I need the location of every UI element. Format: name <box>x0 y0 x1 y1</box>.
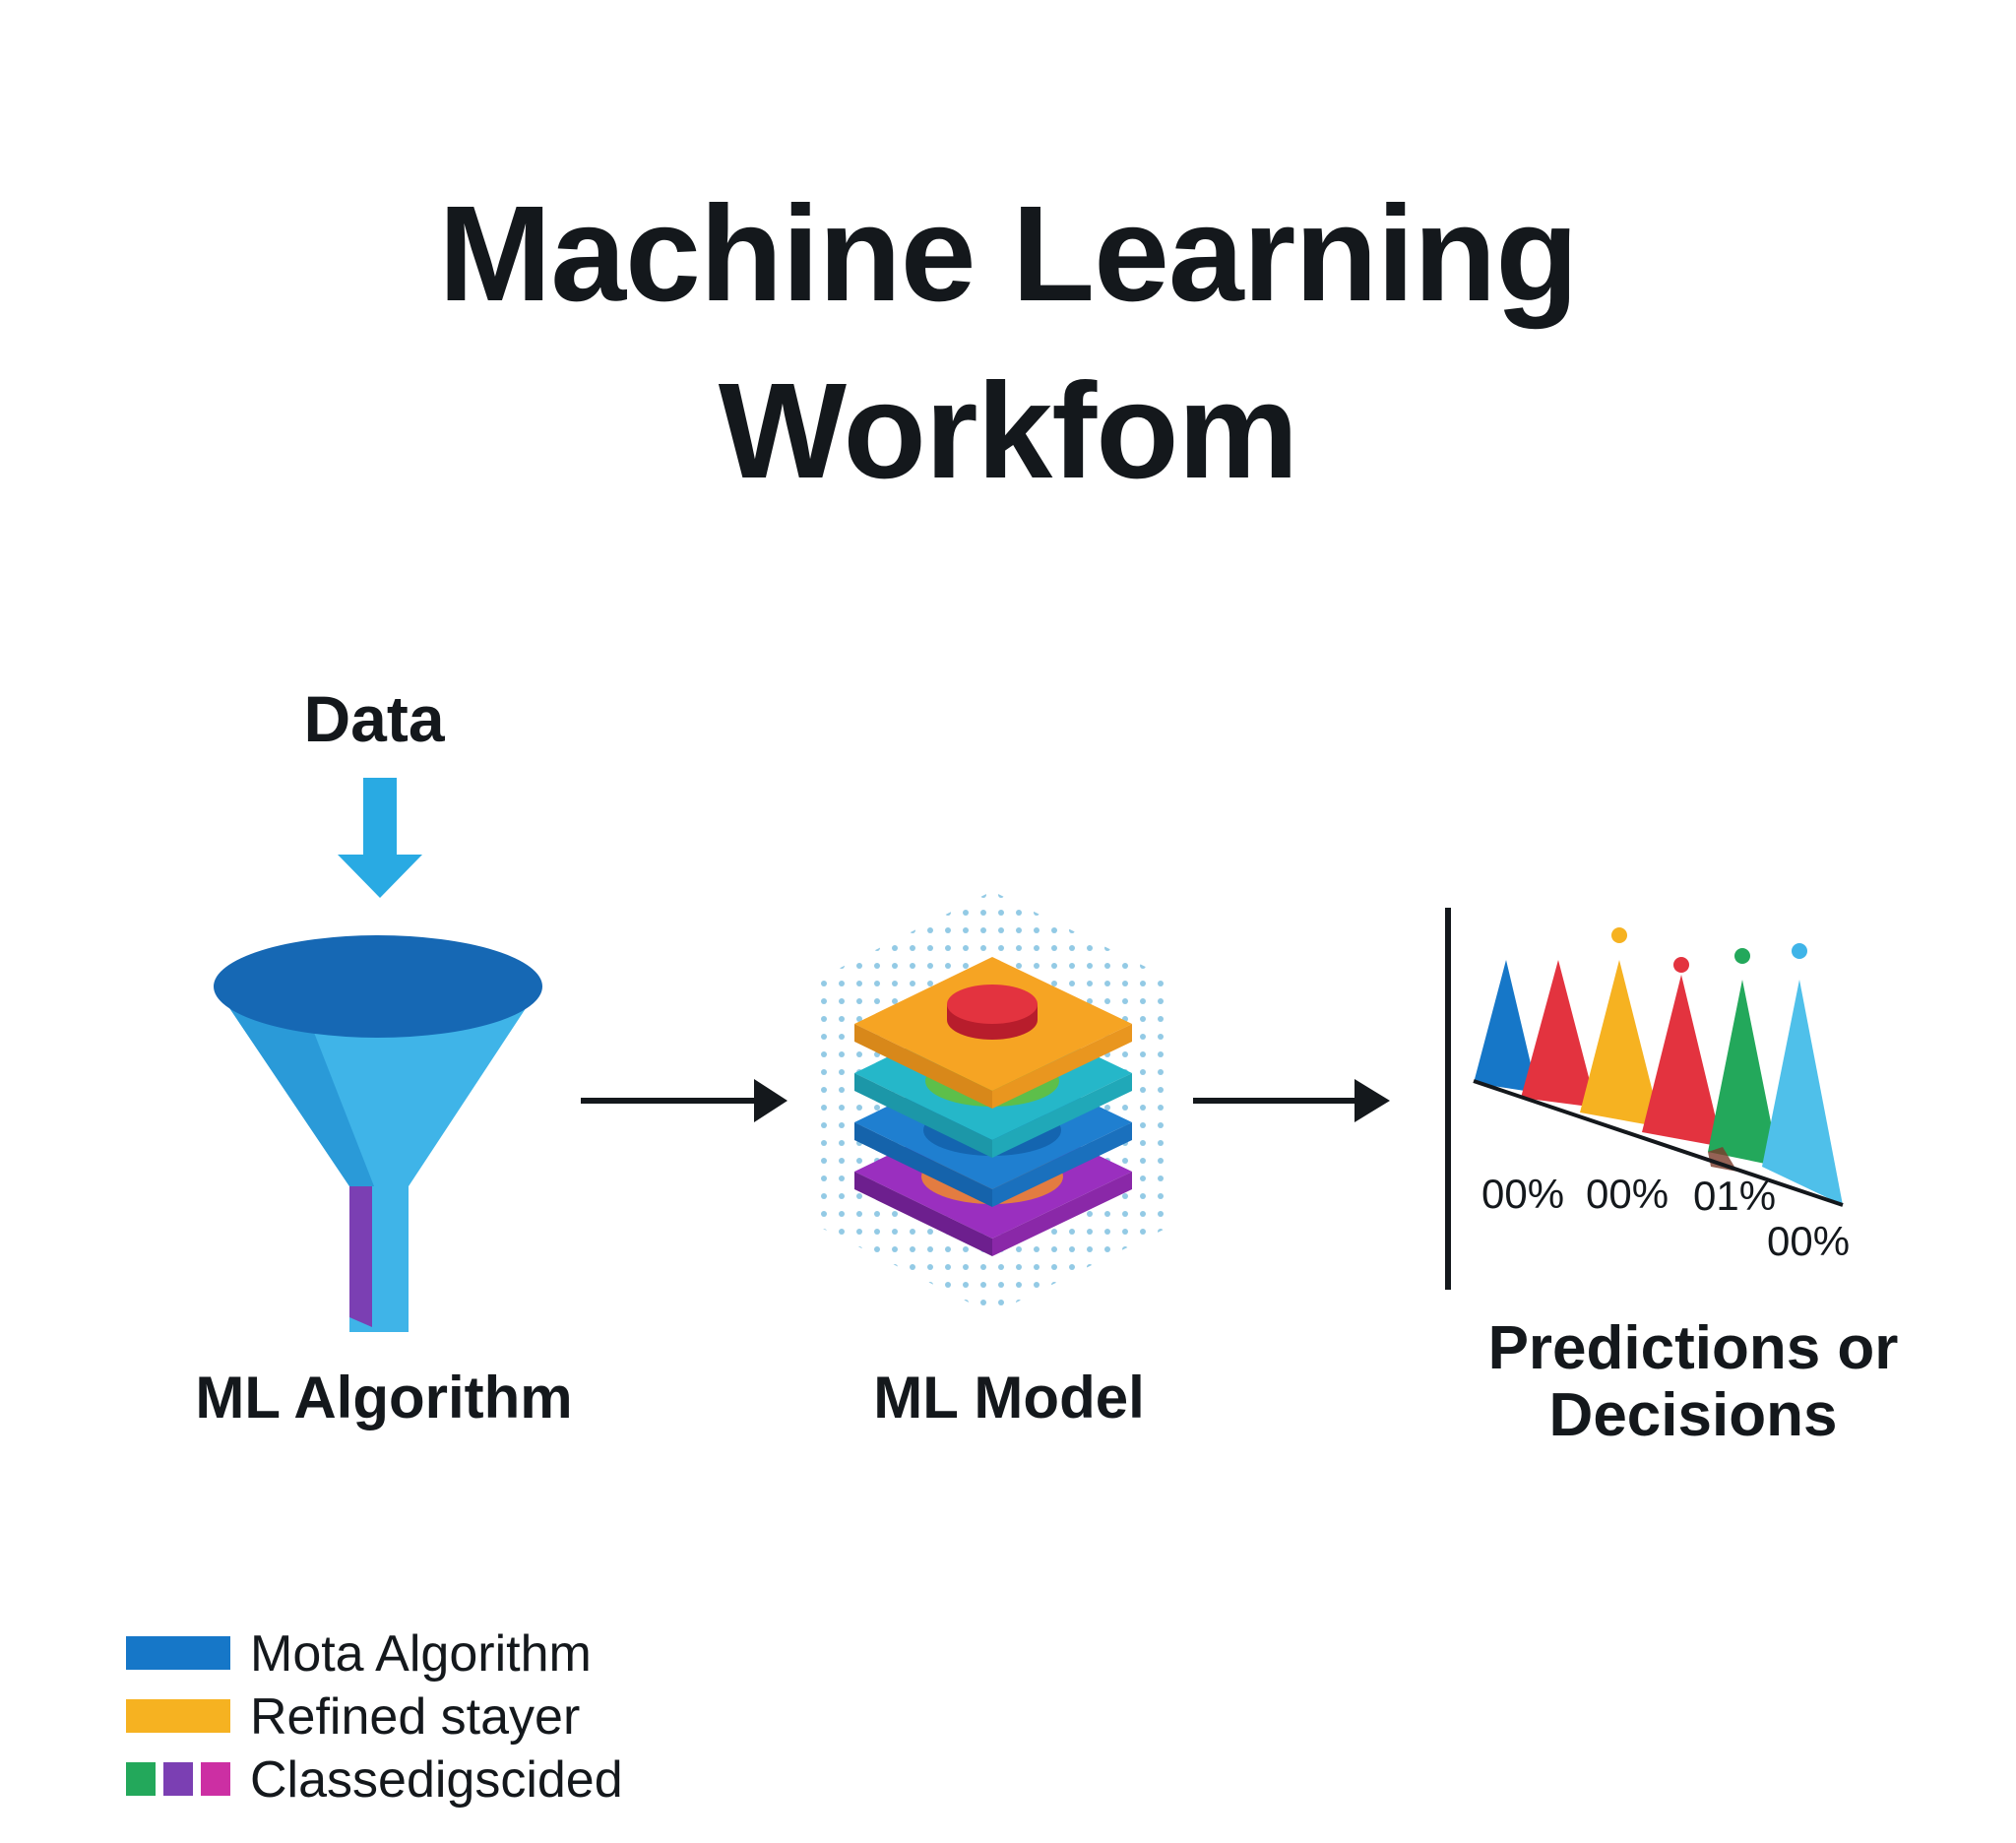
predictions-label-line-1: Predictions or <box>1487 1314 1899 1382</box>
data-label: Data <box>303 682 445 755</box>
title-line-2: Workfom <box>718 355 1298 507</box>
predictions-chart-icon <box>1445 908 1844 1290</box>
data-input-arrow-icon <box>338 778 422 898</box>
title-line-1: Machine Learning <box>438 178 1578 330</box>
prediction-value-3: 01% <box>1693 1173 1777 1219</box>
layered-model-icon <box>817 891 1171 1314</box>
legend-swatch-orange <box>126 1699 230 1733</box>
legend-swatch-purple <box>163 1762 193 1796</box>
legend-swatch-magenta <box>201 1762 230 1796</box>
prediction-value-1: 00% <box>1481 1171 1565 1217</box>
legend-swatch-green <box>126 1762 156 1796</box>
predictions-label: Predictions or Decisions <box>1477 1315 1910 1449</box>
ml-model-label: ML Model <box>873 1365 1145 1430</box>
flow-arrow-1-icon <box>581 1079 788 1122</box>
predictions-label-line-2: Decisions <box>1548 1381 1838 1449</box>
legend-label: Refined stayer <box>250 1688 581 1746</box>
legend-label: Classedigscided <box>250 1751 623 1809</box>
prediction-value-2: 00% <box>1586 1171 1670 1217</box>
legend-swatch-blue <box>126 1636 230 1670</box>
flow-arrow-2-icon <box>1193 1079 1390 1122</box>
funnel-icon <box>214 935 542 1332</box>
diagram-title: Machine Learning Workfom <box>0 165 2016 520</box>
prediction-value-4: 00% <box>1767 1218 1851 1264</box>
ml-algorithm-label: ML Algorithm <box>195 1365 573 1430</box>
legend-label: Mota Algorithm <box>250 1625 592 1683</box>
